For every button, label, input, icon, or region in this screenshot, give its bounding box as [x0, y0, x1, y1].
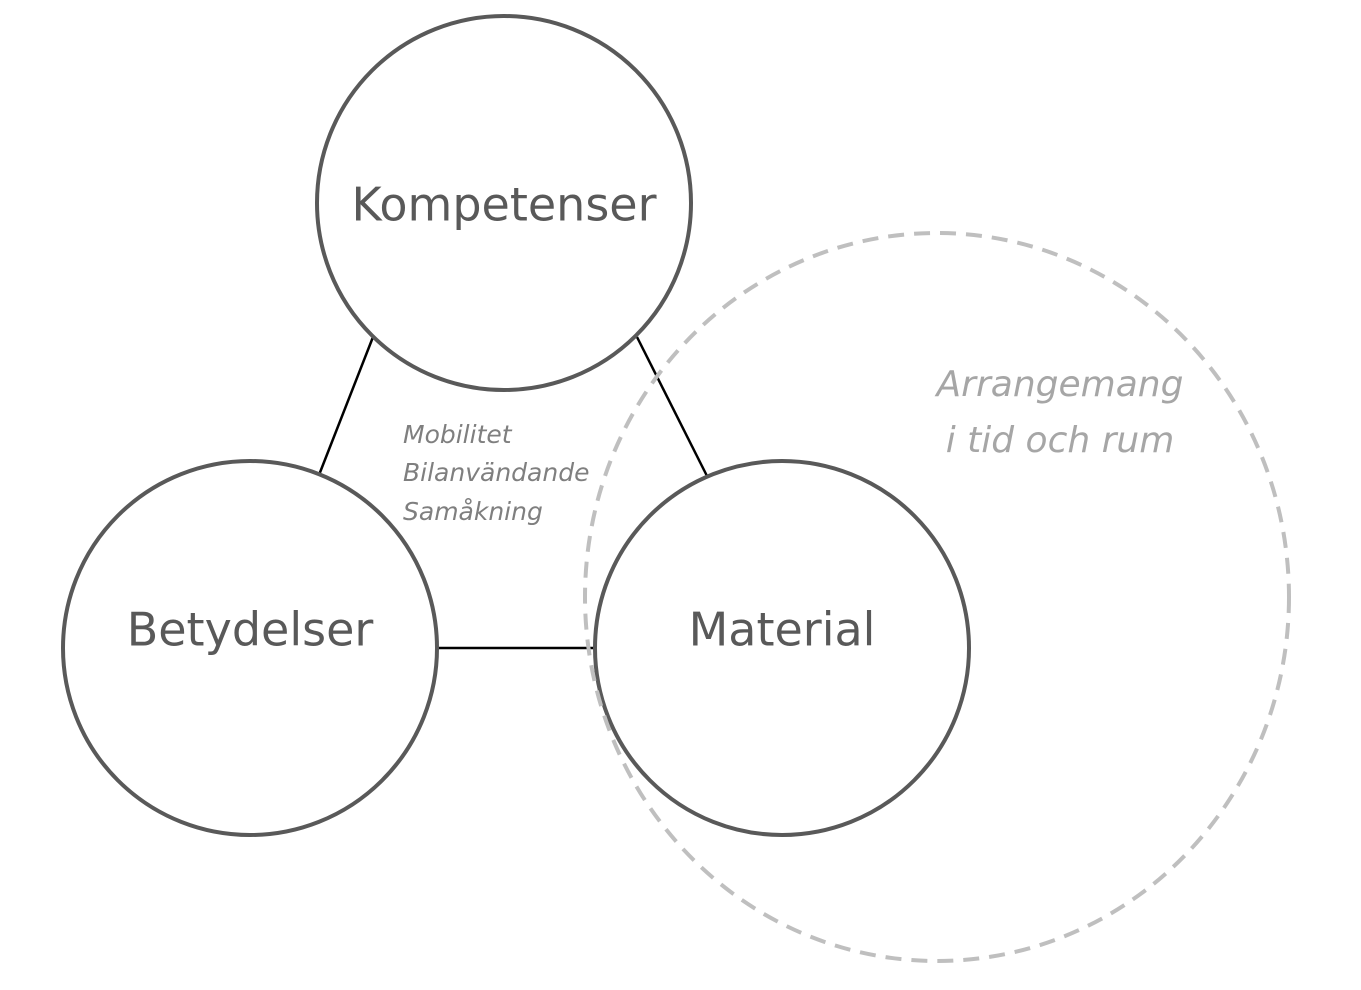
connector-competences-meanings: [317, 336, 375, 476]
arrangement-label-line1: Arrangemang: [935, 364, 1184, 405]
competences-circle: [315, 14, 693, 392]
arrangement-label-line2: i tid och rum: [946, 420, 1175, 461]
center-example-carpooling: Samåkning: [403, 497, 543, 526]
center-example-car-use: Bilanvändande: [403, 458, 589, 487]
arrangement-circle: [583, 231, 1291, 963]
material-label: Material: [689, 603, 876, 657]
center-example-mobility: Mobilitet: [403, 420, 513, 449]
connector-competences-material: [635, 336, 709, 477]
competences-label: Kompetenser: [352, 178, 657, 232]
material-circle: [593, 459, 971, 837]
meanings-circle: [61, 459, 439, 837]
meanings-label: Betydelser: [127, 603, 374, 657]
